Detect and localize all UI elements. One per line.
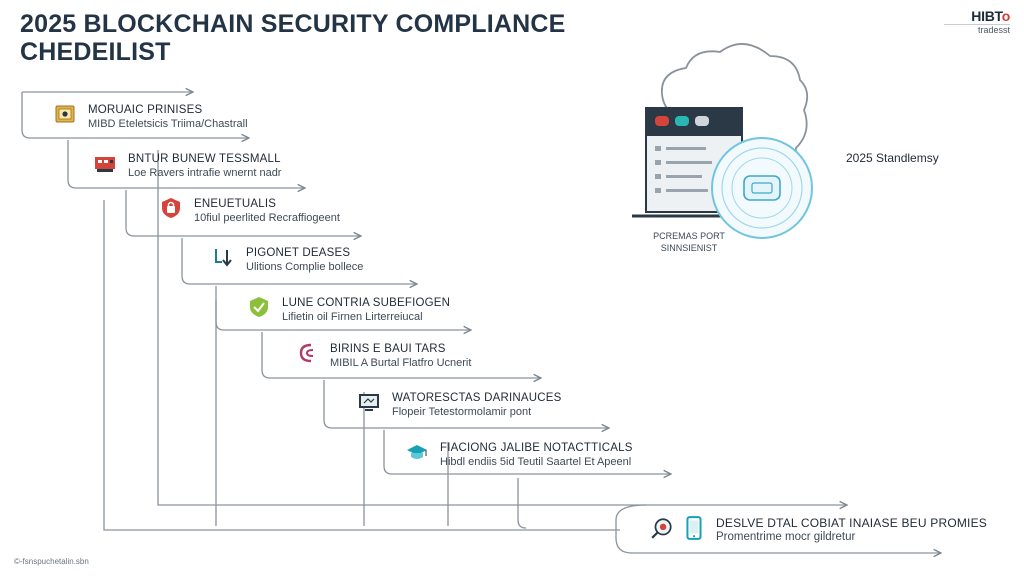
step-8: FIACIONG JALIBE NOTACTTICALS Hibdl endii… bbox=[406, 441, 633, 469]
step-5-description: Lifietin oil Firnen Lirterreiucal bbox=[282, 311, 423, 323]
download-bracket-icon bbox=[215, 249, 232, 267]
illustration-caption: PCREMAS PORT SINNSIENIST bbox=[644, 230, 734, 254]
step-6-description: MIBIL A Burtal Flatfro Ucnerit bbox=[330, 357, 472, 369]
green-shield-icon bbox=[250, 297, 268, 317]
step-5-title: LUNE CONTRIA SUBEFIOGEN bbox=[282, 297, 451, 309]
cap-icon bbox=[407, 445, 427, 459]
connector-10 bbox=[157, 150, 846, 505]
footer-credit: ©-fsnspuchetalin.sbn bbox=[14, 557, 89, 566]
step-6-title: BIRINS E BAUI TARS bbox=[330, 343, 446, 355]
caption-line-1: PCREMAS PORT bbox=[653, 231, 725, 241]
step-7: WATORESCTAS DARINAUCES Flopeir Tetestorm… bbox=[358, 391, 561, 419]
connector-3 bbox=[67, 140, 304, 188]
title-line-1: 2025 BLOCKCHAIN SECURITY COMPLIANCE bbox=[20, 10, 566, 38]
brand-logo: HIBTo tradesst bbox=[944, 8, 1010, 35]
step-1-title: MORUAIC PRINISES bbox=[88, 104, 203, 116]
smartphone-icon bbox=[686, 516, 702, 540]
server-dot-teal bbox=[675, 116, 689, 126]
title-line-2: CHEDEILIST bbox=[20, 38, 171, 66]
connector-2 bbox=[21, 92, 248, 138]
step-5: LUNE CONTRIA SUBEFIOGEN Lifietin oil Fir… bbox=[248, 296, 450, 324]
connector-15 bbox=[517, 478, 527, 529]
server-icon bbox=[95, 157, 115, 172]
final-step-title: DESLVE DTAL COBIAT INAIASE BEU PROMIES bbox=[716, 516, 988, 530]
safe-icon bbox=[55, 105, 75, 123]
connector-4 bbox=[125, 190, 360, 236]
c-brackets-icon bbox=[299, 343, 314, 363]
final-step-frame bbox=[615, 504, 940, 553]
connector-9 bbox=[383, 430, 670, 474]
step-2: BNTUR BUNEW TESSMALL Loe Ravers intrafie… bbox=[94, 152, 281, 180]
step-4: PIGONET DEASES Ulitions Complie bollece bbox=[212, 246, 363, 274]
cloud-server-illustration bbox=[632, 43, 813, 239]
step-2-description: Loe Ravers intrafie wnernt nadr bbox=[128, 167, 282, 179]
connector-11 bbox=[103, 200, 620, 531]
server-dot-red bbox=[655, 116, 669, 126]
connector-5 bbox=[181, 238, 416, 284]
standard-label: 2025 Standlemsy bbox=[846, 151, 939, 165]
step-6: BIRINS E BAUI TARS MIBIL A Burtal Flatfr… bbox=[296, 342, 471, 370]
step-1: MORUAIC PRINISES MIBD Eteletsicis Triima… bbox=[54, 103, 248, 131]
connector-8 bbox=[323, 380, 608, 428]
step-8-title: FIACIONG JALIBE NOTACTTICALS bbox=[440, 442, 633, 454]
step-2-title: BNTUR BUNEW TESSMALL bbox=[128, 153, 281, 165]
step-7-title: WATORESCTAS DARINAUCES bbox=[392, 392, 562, 404]
connector-7 bbox=[261, 332, 540, 378]
page-title: 2025 BLOCKCHAIN SECURITY COMPLIANCE CHED… bbox=[20, 10, 566, 66]
brand-name: HIBTo bbox=[971, 8, 1010, 24]
step-1-description: MIBD Eteletsicis Triima/Chastrall bbox=[88, 118, 248, 130]
brand-subtitle: tradesst bbox=[944, 24, 1010, 35]
final-step: DESLVE DTAL COBIAT INAIASE BEU PROMIES P… bbox=[650, 516, 987, 544]
security-chip bbox=[743, 175, 781, 201]
step-3: ENEUETUALIS 10fiul peerlited Recraffioge… bbox=[160, 197, 340, 225]
lock-shield-icon bbox=[162, 198, 180, 218]
caption-line-2: SINNSIENIST bbox=[660, 243, 718, 253]
server-dot-gray bbox=[695, 116, 709, 126]
step-3-title: ENEUETUALIS bbox=[194, 198, 277, 210]
step-3-description: 10fiul peerlited Recraffiogeent bbox=[194, 212, 340, 224]
step-4-title: PIGONET DEASES bbox=[246, 247, 351, 259]
magnifier-icon bbox=[651, 518, 672, 539]
step-4-description: Ulitions Complie bollece bbox=[246, 261, 364, 273]
step-7-description: Flopeir Tetestormolamir pont bbox=[392, 406, 532, 418]
monitor-icon bbox=[359, 394, 379, 411]
cloud-outline bbox=[661, 43, 809, 165]
step-8-description: Hibdl endiis 5id Teutil Saartel Et Apeen… bbox=[440, 456, 632, 468]
final-step-description: Promentrime mocr gildretur bbox=[716, 531, 856, 543]
